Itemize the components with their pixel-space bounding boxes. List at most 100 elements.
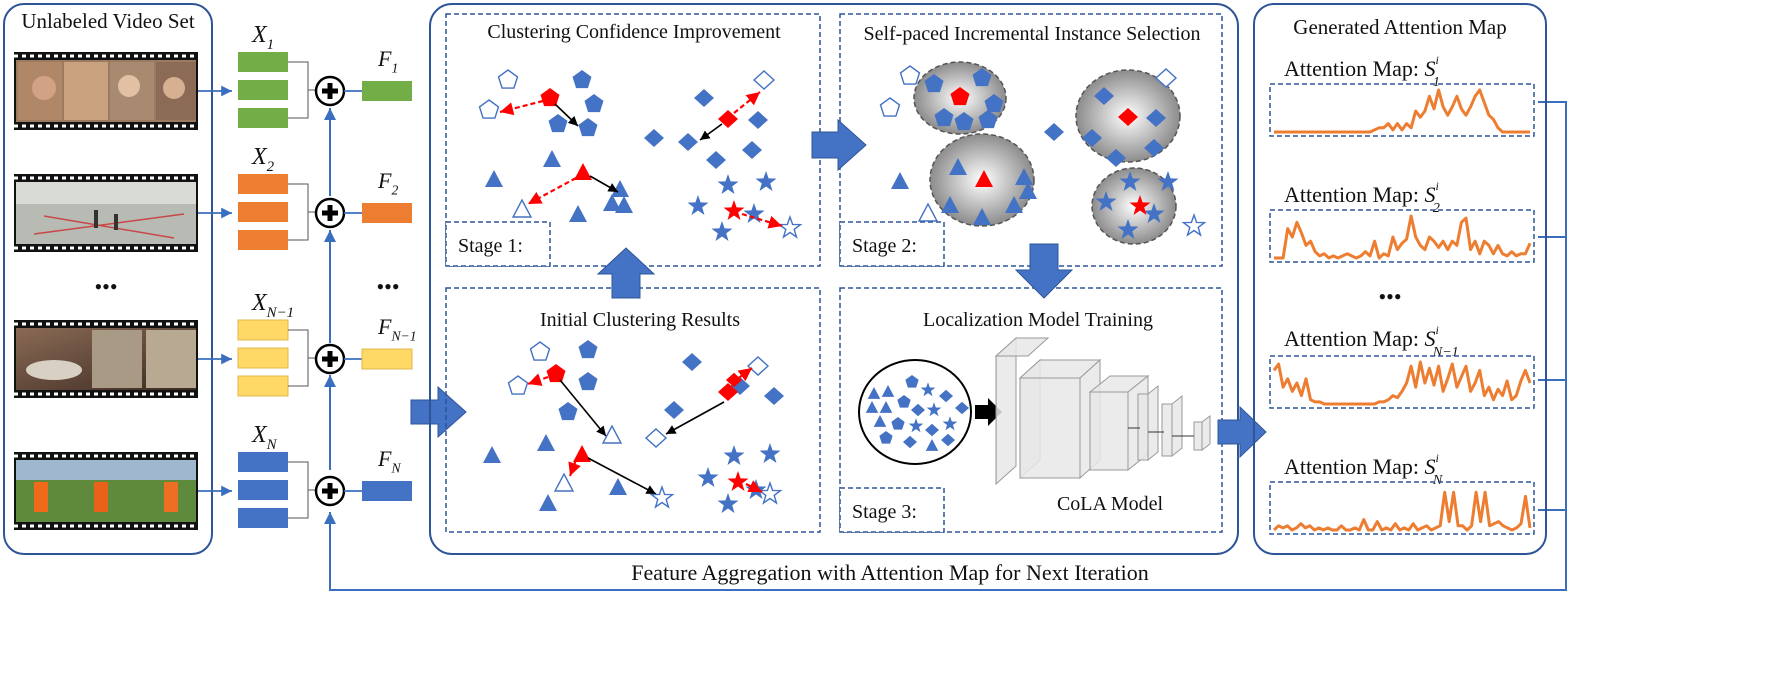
feature-bracket — [288, 61, 309, 119]
dia-marker — [644, 129, 664, 147]
hollow-star-marker — [1182, 214, 1206, 236]
red-shift-arrow — [568, 459, 581, 477]
aggregated-feature-block — [362, 81, 412, 101]
input-feature-label: XN — [251, 422, 278, 453]
video-thumbnail-4 — [14, 452, 198, 530]
feature-block — [237, 319, 289, 341]
attention-panel: Generated Attention Map ••• — [1253, 3, 1547, 555]
star-marker — [759, 443, 781, 463]
centroid-star-marker — [723, 200, 745, 220]
output-feature-label: F2 — [377, 168, 398, 198]
star-marker — [717, 174, 739, 194]
attention-curve — [1272, 490, 1532, 532]
feature-block — [238, 452, 288, 472]
centroid-pent-marker — [540, 88, 560, 107]
hollow-tri-marker — [918, 203, 938, 222]
pent-marker — [578, 372, 598, 391]
dia-marker — [678, 133, 698, 151]
feature-block — [238, 52, 288, 72]
red-shift-arrow — [741, 212, 783, 229]
arrow-into-attention — [1217, 405, 1267, 459]
attention-map-frame — [1269, 355, 1535, 409]
output-feature-label: FN−1 — [377, 314, 417, 344]
red-shift-arrow — [745, 480, 763, 493]
video-thumbnail-3 — [14, 320, 198, 398]
dia-marker — [764, 387, 784, 405]
hollow-star-marker — [778, 216, 802, 238]
red-shift-arrow — [733, 91, 761, 114]
red-shift-arrow — [735, 367, 753, 382]
centroid-tri-marker — [574, 163, 592, 180]
feedback-loop — [324, 101, 1567, 591]
tri-marker — [891, 172, 909, 189]
video-thumbnail-1 — [14, 52, 198, 130]
feature-block — [238, 480, 288, 500]
attention-map-frame — [1269, 209, 1535, 263]
aggregated-feature-block — [361, 348, 413, 370]
cola-network-icon — [994, 336, 1211, 486]
training-illustration — [858, 336, 1211, 486]
video-ellipsis: ••• — [94, 274, 117, 299]
dia-marker — [742, 141, 762, 159]
black-shift-arrow — [699, 123, 723, 141]
bottom-caption: Feature Aggregation with Attention Map f… — [631, 560, 1148, 585]
stage1-title: Clustering Confidence Improvement — [487, 21, 781, 43]
feature-block — [238, 230, 288, 250]
feature-block — [237, 375, 289, 397]
star-marker — [711, 221, 733, 241]
black-shift-arrow — [554, 103, 579, 127]
tri-marker — [611, 180, 629, 197]
dia-marker — [694, 89, 714, 107]
hollow-pent-marker — [899, 65, 921, 85]
input-feature-label: X2 — [251, 144, 275, 175]
star-marker — [717, 493, 739, 513]
input-feature-label: X1 — [251, 22, 274, 53]
stage3-label: Stage 3: — [852, 501, 917, 523]
arrow-initial-to-stage1 — [596, 247, 656, 299]
feature-bracket — [288, 461, 309, 519]
dia-marker — [682, 353, 702, 371]
black-shift-arrow — [589, 175, 619, 193]
pent-marker — [572, 70, 592, 89]
centroid-pent-marker — [546, 364, 566, 383]
hollow-pent-marker — [507, 375, 529, 395]
centroid-tri-marker — [573, 445, 591, 462]
black-shift-arrow — [665, 401, 725, 435]
pent-marker — [578, 340, 598, 359]
hollow-dia-marker — [747, 356, 769, 376]
arrow-stage1-to-stage2 — [811, 118, 867, 172]
scatter-stage1 — [478, 69, 802, 241]
hollow-pent-marker — [529, 341, 551, 361]
star-marker — [723, 445, 745, 465]
feature-block — [238, 202, 288, 222]
feature-block — [238, 508, 288, 528]
tri-marker — [537, 434, 555, 451]
aggregated-feature-block — [362, 203, 412, 223]
scatter-stage2 — [879, 61, 1206, 245]
center-panel: Clustering Confidence Improvement Stage … — [429, 3, 1239, 555]
feature-bracket — [288, 329, 309, 387]
tri-marker — [483, 446, 501, 463]
feature-block — [237, 347, 289, 369]
video-thumbnail-2 — [14, 174, 198, 252]
red-shift-arrow — [527, 373, 549, 386]
attention-map-frame — [1269, 481, 1535, 535]
star-marker — [687, 195, 709, 215]
hollow-star-marker — [758, 482, 782, 504]
attention-curve — [1272, 360, 1532, 406]
arrow-stage2-to-stage3 — [1014, 243, 1074, 299]
aggregated-feature-block — [362, 481, 412, 501]
pent-marker — [548, 114, 568, 133]
dia-marker — [748, 111, 768, 129]
hollow-dia-marker — [645, 428, 667, 448]
unlabeled-video-panel: Unlabeled Video Set ••• — [3, 3, 213, 555]
